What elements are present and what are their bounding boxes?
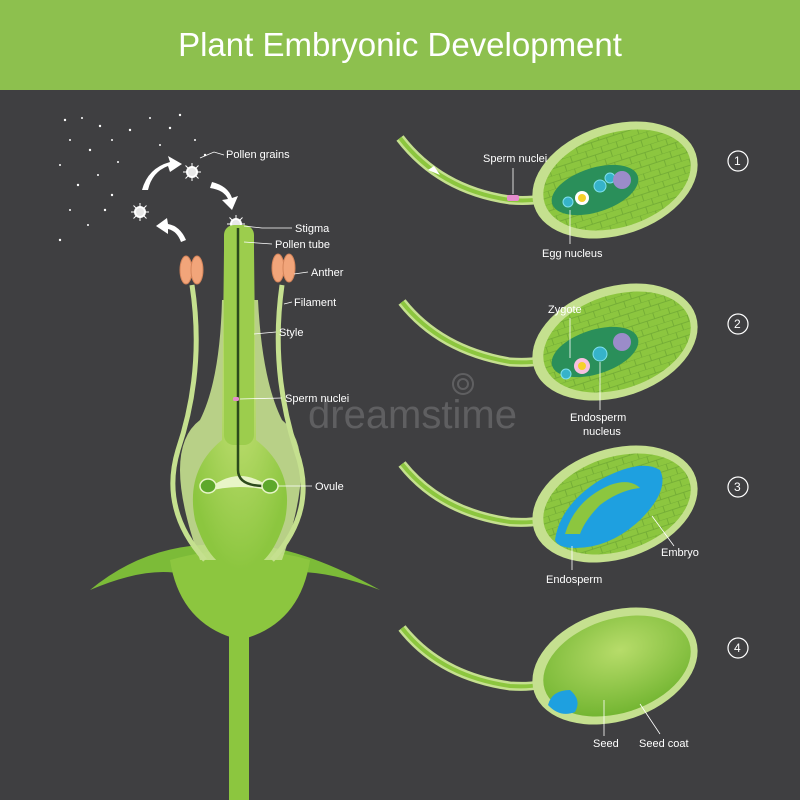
step-number-3: 3	[734, 480, 741, 494]
anther-right	[272, 254, 295, 282]
watermark: dreamstime	[308, 374, 517, 437]
label-sperm-nuclei: Sperm nuclei	[285, 393, 349, 405]
stage-3: Embryo Endosperm 3	[402, 425, 748, 586]
label-pollen-tube: Pollen tube	[275, 239, 330, 251]
label-anther: Anther	[311, 267, 344, 279]
label-stage3-embryo: Embryo	[661, 547, 699, 559]
stage1-sperm	[507, 195, 519, 201]
ovule-right	[262, 479, 278, 493]
pollen-dots	[59, 114, 206, 241]
stem	[229, 630, 249, 800]
step-number-1: 1	[734, 154, 741, 168]
label-stage3-endosperm: Endosperm	[546, 574, 602, 586]
pollen-grain-top	[183, 163, 201, 181]
step-number-4: 4	[734, 641, 741, 655]
stage-4: Seed Seed coat 4	[402, 587, 748, 750]
label-stigma: Stigma	[295, 223, 330, 235]
pollen-grain-left	[131, 203, 149, 221]
diagram-canvas: dreamstime	[0, 90, 800, 800]
label-style: Style	[279, 327, 303, 339]
label-stage1-sperm-nuclei: Sperm nuclei	[483, 153, 547, 165]
label-stage1-egg-nucleus: Egg nucleus	[542, 248, 603, 260]
anther-left	[180, 256, 203, 284]
stage-1: Sperm nuclei Egg nucleus 1	[400, 101, 748, 260]
sperm-nuclei-marker	[233, 397, 239, 401]
label-filament: Filament	[294, 297, 336, 309]
title-bar: Plant Embryonic Development	[0, 0, 800, 90]
ovule-left	[200, 479, 216, 493]
label-stage4-seed: Seed	[593, 738, 619, 750]
step-number-2: 2	[734, 317, 741, 331]
flower: Pollen grains Stigma Pollen tube Anther …	[59, 114, 380, 800]
label-pollen-grains: Pollen grains	[226, 149, 290, 161]
label-stage4-seed-coat: Seed coat	[639, 738, 689, 750]
label-stage2-nucleus: nucleus	[583, 426, 621, 438]
page-title: Plant Embryonic Development	[178, 26, 622, 64]
label-ovule: Ovule	[315, 481, 344, 493]
label-stage2-endosperm: Endosperm	[570, 412, 626, 424]
label-stage2-zygote: Zygote	[548, 304, 582, 316]
